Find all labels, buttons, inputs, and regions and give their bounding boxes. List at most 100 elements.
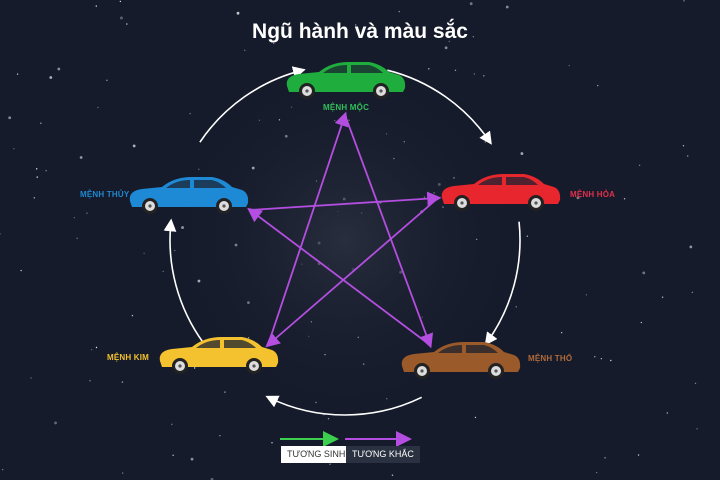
star-dot bbox=[143, 252, 145, 254]
star-dot bbox=[171, 423, 173, 426]
star-dot bbox=[131, 314, 134, 317]
star-dot bbox=[474, 416, 477, 419]
khac-arrow-kim-moc bbox=[267, 111, 349, 346]
star-dot bbox=[54, 421, 57, 425]
star-dot bbox=[13, 148, 15, 150]
star-dot bbox=[172, 454, 174, 457]
label-thuy: MỆNH THỦY bbox=[80, 190, 130, 199]
star-dot bbox=[689, 245, 693, 249]
star-dot bbox=[95, 346, 98, 349]
star-dot bbox=[354, 24, 357, 26]
sinh-arrow-tho-kim bbox=[265, 395, 423, 416]
star-dot bbox=[8, 116, 12, 120]
star-dot bbox=[189, 112, 191, 115]
star-dot bbox=[520, 152, 524, 155]
star-dot bbox=[683, 0, 685, 2]
label-kim: MỆNH KIM bbox=[107, 353, 150, 362]
star-dot bbox=[121, 472, 124, 474]
khac-arrow-tho-thuy bbox=[247, 207, 431, 346]
star-dot bbox=[40, 122, 42, 124]
star-dot bbox=[106, 79, 108, 82]
star-dot bbox=[576, 196, 580, 200]
star-dot bbox=[57, 67, 61, 71]
legend-sinh: TƯƠNG SINH bbox=[281, 446, 352, 463]
sinh-arrow-moc-hoa bbox=[387, 69, 492, 145]
star-dot bbox=[472, 36, 475, 38]
label-moc: MỆNH MỘC bbox=[323, 103, 370, 112]
star-dot bbox=[316, 35, 318, 37]
star-dot bbox=[86, 212, 88, 214]
star-dot bbox=[515, 306, 517, 308]
star-dot bbox=[661, 296, 664, 298]
star-dot bbox=[469, 2, 473, 6]
star-dot bbox=[444, 46, 448, 50]
legend-khac: TƯƠNG KHẮC bbox=[346, 446, 420, 463]
star-dot bbox=[90, 348, 93, 351]
star-dot bbox=[36, 168, 38, 170]
star-dot bbox=[473, 73, 476, 75]
star-dot bbox=[236, 11, 240, 15]
star-dot bbox=[694, 382, 697, 385]
star-dot bbox=[210, 477, 214, 480]
star-dot bbox=[126, 23, 128, 25]
sinh-arrow-hoa-tho bbox=[484, 221, 521, 346]
cars bbox=[129, 62, 561, 379]
star-dot bbox=[219, 434, 221, 437]
overcoming-star bbox=[247, 111, 442, 349]
star-dot bbox=[89, 380, 91, 382]
star-dot bbox=[20, 269, 22, 272]
sinh-arrow-thuy-moc bbox=[199, 66, 306, 143]
star-dot bbox=[95, 5, 97, 7]
star-dot bbox=[190, 457, 194, 461]
star-dot bbox=[273, 42, 275, 45]
star-dot bbox=[97, 106, 99, 109]
star-dot bbox=[604, 457, 606, 459]
star-dot bbox=[119, 0, 122, 3]
car-kim bbox=[159, 337, 279, 374]
star-dot bbox=[193, 367, 196, 369]
star-dot bbox=[120, 16, 123, 20]
star-dot bbox=[595, 471, 598, 474]
label-hoa: MỆNH HỎA bbox=[570, 190, 616, 199]
khac-arrow-hoa-kim bbox=[265, 197, 439, 348]
star-dot bbox=[454, 69, 457, 71]
khac-arrow-moc-tho bbox=[344, 114, 434, 349]
star-dot bbox=[448, 40, 450, 43]
car-thuy bbox=[129, 177, 249, 214]
star-dot bbox=[49, 76, 53, 79]
star-dot bbox=[428, 68, 430, 70]
star-dot bbox=[45, 170, 47, 172]
star-dot bbox=[526, 235, 529, 237]
star-dot bbox=[16, 73, 19, 75]
star-dot bbox=[610, 359, 612, 362]
star-dot bbox=[33, 197, 36, 199]
star-dot bbox=[597, 84, 599, 87]
khac-arrow-thuy-hoa bbox=[249, 191, 442, 211]
label-tho: MỆNH THỔ bbox=[528, 354, 573, 363]
star-dot bbox=[329, 463, 331, 465]
star-dot bbox=[36, 176, 38, 178]
star-dot bbox=[30, 377, 32, 379]
car-hoa bbox=[441, 174, 561, 211]
sinh-arrow-kim-thuy bbox=[163, 218, 205, 344]
star-dot bbox=[642, 271, 646, 275]
star-dot bbox=[637, 454, 640, 456]
star-dot bbox=[121, 381, 124, 383]
star-dot bbox=[1, 468, 4, 471]
star-dot bbox=[594, 356, 596, 358]
star-dot bbox=[244, 49, 246, 51]
star-dot bbox=[132, 144, 136, 148]
star-dot bbox=[483, 75, 485, 77]
car-tho bbox=[401, 342, 521, 379]
star-dot bbox=[271, 442, 273, 444]
star-dot bbox=[162, 270, 164, 273]
star-dot bbox=[623, 198, 626, 200]
star-dot bbox=[73, 216, 76, 219]
star-dot bbox=[666, 412, 669, 414]
star-dot bbox=[79, 156, 83, 159]
star-dot bbox=[505, 5, 509, 9]
star-dot bbox=[682, 145, 685, 147]
star-dot bbox=[398, 10, 400, 13]
car-moc bbox=[286, 62, 406, 99]
star-dot bbox=[600, 357, 603, 360]
